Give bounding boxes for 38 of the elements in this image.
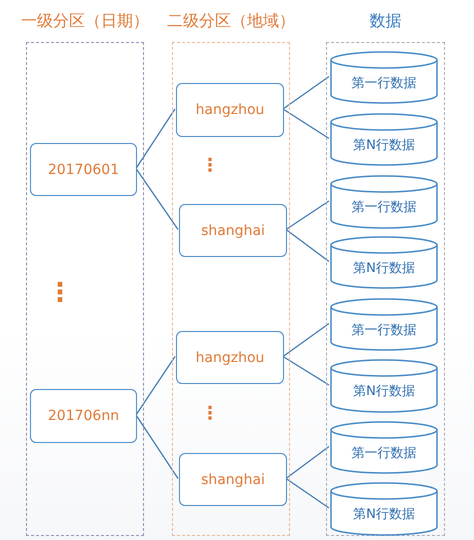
partition-box (176, 331, 284, 384)
partition-box (30, 143, 137, 196)
partition-label: shanghai (201, 472, 265, 488)
data-row-label: 第一行数据 (352, 199, 416, 216)
column-heading: 数据 (368, 11, 402, 32)
partition-box (176, 83, 284, 137)
connector-line (286, 228, 330, 262)
partition-label: shanghai (201, 222, 265, 238)
column-heading: 二级分区（地域） (166, 11, 296, 32)
data-row-label: 第N行数据 (353, 260, 415, 276)
ellipsis-dots: ⋮ (200, 157, 220, 175)
connector-line (135, 168, 179, 230)
data-row-label: 第N行数据 (353, 383, 415, 400)
column-heading: 一级分区（日期） (20, 11, 150, 32)
data-row-label: 第一行数据 (352, 322, 416, 338)
data-row-label: 第N行数据 (353, 506, 415, 523)
connector-line (135, 108, 176, 169)
partition-label: 20170601 (48, 162, 120, 178)
partition-label: 201706nn (48, 408, 120, 424)
connector-line (282, 356, 330, 386)
partition-box (179, 204, 287, 257)
partition-box (30, 389, 137, 443)
data-row-label: 第一行数据 (352, 444, 416, 462)
connector-line (286, 200, 330, 230)
partition-label: hangzhou (196, 350, 264, 366)
connector-line (282, 322, 330, 358)
partition-box (179, 453, 287, 506)
data-row-label: 第一行数据 (352, 74, 416, 92)
connector-line (282, 76, 330, 110)
ellipsis-dots: ⋮ (46, 280, 74, 306)
connector-line (282, 108, 330, 140)
data-row-label: 第N行数据 (353, 136, 415, 154)
ellipsis-dots: ⋮ (200, 405, 220, 423)
connector-line (135, 356, 176, 416)
connector-line (286, 478, 330, 509)
connector-line (135, 414, 179, 479)
partition-label: hangzhou (196, 102, 264, 118)
connector-line (286, 446, 330, 480)
